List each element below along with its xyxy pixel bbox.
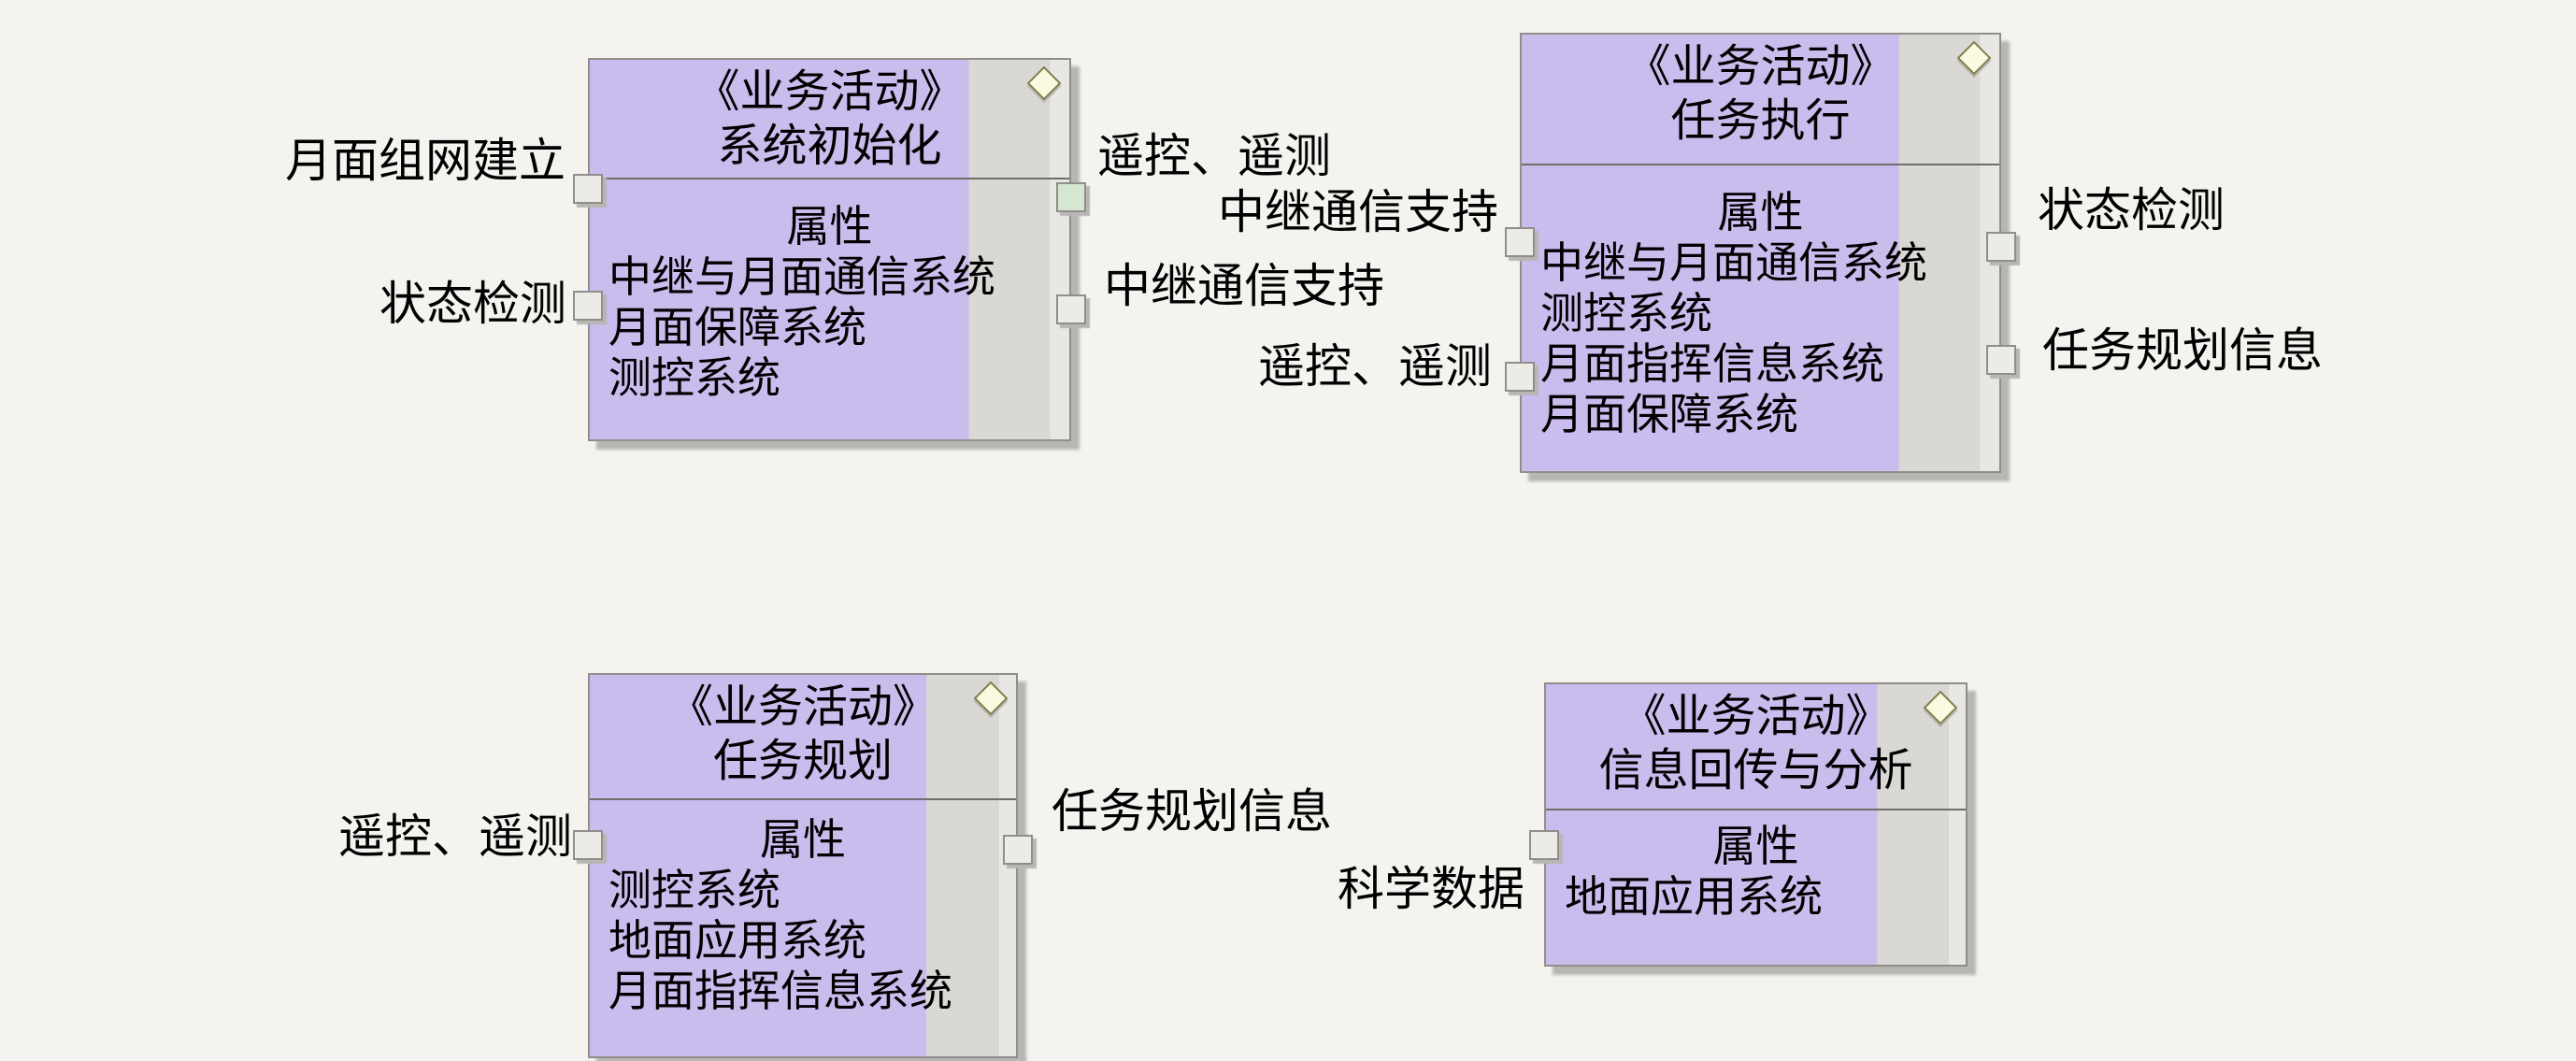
block-title: 系统初始化	[717, 122, 942, 171]
port-label-relay-comm-support[interactable]: 中继通信支持	[1104, 260, 1384, 312]
attribute-item: 测控系统	[608, 354, 780, 402]
attribute-item: 月面指挥信息系统	[1540, 340, 1884, 388]
attribute-item: 月面保障系统	[1540, 391, 1798, 438]
port-mission-planning-info[interactable]	[1003, 835, 1033, 865]
port-status-detection[interactable]	[1986, 232, 2016, 262]
block-attributes-compartment: 属性 地面应用系统	[1546, 810, 1966, 923]
port-label-relay-comm-support[interactable]: 中继通信支持	[1218, 186, 1498, 238]
port-telecontrol-telemetry[interactable]	[1056, 182, 1086, 212]
port-label-status-detection[interactable]: 状态检测	[379, 278, 566, 330]
block-attributes-compartment: 属性 中继与月面通信系统 测控系统 月面指挥信息系统 月面保障系统	[1522, 165, 1999, 440]
block-header: 《业务活动》 系统初始化	[590, 60, 1069, 179]
attribute-item: 中继与月面通信系统	[1540, 239, 1927, 287]
attributes-compartment-label: 属性	[1712, 823, 1799, 870]
activity-block-mission-planning[interactable]: 《业务活动》 任务规划 属性 测控系统 地面应用系统 月面指挥信息系统	[588, 673, 1018, 1058]
port-telecontrol-telemetry[interactable]	[573, 830, 603, 860]
port-relay-comm-support[interactable]	[1505, 227, 1535, 257]
block-stereotype: 《业务活动》	[1625, 42, 1896, 92]
block-stereotype: 《业务活动》	[694, 67, 965, 117]
port-mission-planning-info[interactable]	[1986, 345, 2016, 375]
attribute-item: 中继与月面通信系统	[608, 253, 995, 301]
attributes-compartment-label: 属性	[760, 816, 846, 864]
port-label-science-data[interactable]: 科学数据	[1338, 863, 1524, 915]
port-status-detection[interactable]	[573, 291, 603, 321]
port-label-telecontrol-telemetry[interactable]: 遥控、遥测	[338, 810, 572, 863]
attribute-item: 测控系统	[1540, 290, 1712, 337]
block-header: 《业务活动》 信息回传与分析	[1546, 684, 1966, 810]
port-telecontrol-telemetry[interactable]	[1505, 362, 1535, 392]
attribute-item: 月面保障系统	[608, 304, 866, 351]
block-title: 任务执行	[1670, 96, 1851, 146]
port-label-status-detection[interactable]: 状态检测	[2038, 184, 2225, 237]
attribute-item: 测控系统	[608, 867, 780, 914]
block-header: 《业务活动》 任务执行	[1522, 35, 1999, 165]
port-label-mission-planning-info[interactable]: 任务规划信息	[1052, 785, 1332, 838]
block-title: 信息回传与分析	[1598, 746, 1913, 796]
activity-block-task-execution[interactable]: 《业务活动》 任务执行 属性 中继与月面通信系统 测控系统 月面指挥信息系统 月…	[1520, 33, 2001, 473]
port-relay-comm-support[interactable]	[1056, 294, 1086, 324]
block-attributes-compartment: 属性 中继与月面通信系统 月面保障系统 测控系统	[590, 179, 1069, 404]
port-label-mission-planning-info[interactable]: 任务规划信息	[2042, 324, 2323, 377]
port-label-telecontrol-telemetry[interactable]: 遥控、遥测	[1258, 340, 1492, 393]
port-label-lunar-network-establish[interactable]: 月面组网建立	[285, 135, 565, 187]
activity-block-system-initialization[interactable]: 《业务活动》 系统初始化 属性 中继与月面通信系统 月面保障系统 测控系统	[588, 58, 1071, 441]
block-stereotype: 《业务活动》	[1621, 692, 1891, 741]
attribute-item: 月面指挥信息系统	[608, 968, 952, 1015]
attribute-item: 地面应用系统	[1565, 873, 1823, 921]
port-lunar-network-establish[interactable]	[573, 174, 603, 204]
block-title: 任务规划	[712, 737, 893, 786]
block-attributes-compartment: 属性 测控系统 地面应用系统 月面指挥信息系统	[590, 800, 1016, 1017]
activity-block-info-return-analysis[interactable]: 《业务活动》 信息回传与分析 属性 地面应用系统	[1544, 682, 1968, 967]
block-header: 《业务活动》 任务规划	[590, 675, 1016, 800]
attribute-item: 地面应用系统	[608, 917, 866, 965]
attributes-compartment-label: 属性	[786, 203, 873, 251]
port-label-telecontrol-telemetry[interactable]: 遥控、遥测	[1097, 130, 1331, 182]
block-stereotype: 《业务活动》	[667, 682, 937, 732]
attributes-compartment-label: 属性	[1717, 189, 1804, 237]
port-science-data[interactable]	[1529, 830, 1559, 860]
